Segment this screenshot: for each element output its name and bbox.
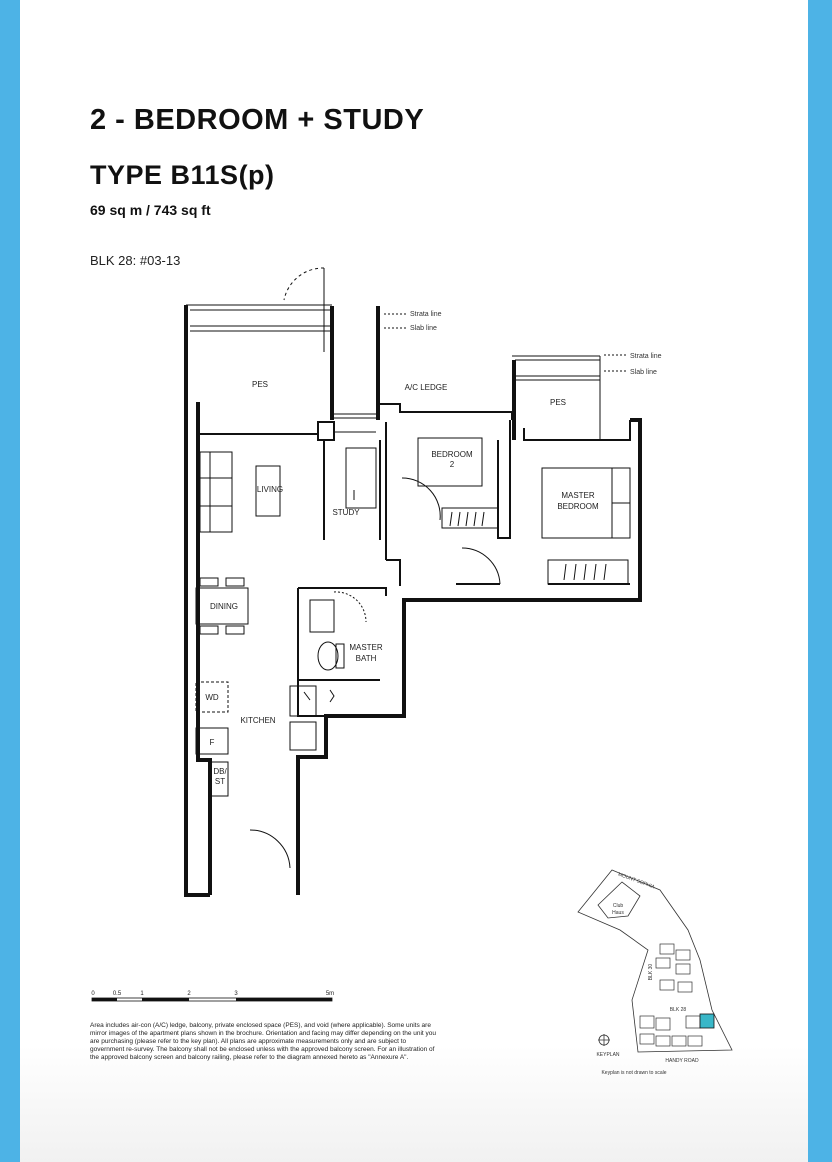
label-dining: DINING bbox=[210, 602, 238, 611]
label-master-bedroom-2: BEDROOM bbox=[557, 502, 599, 511]
study-desk bbox=[345, 447, 377, 509]
scale-bar: 0 0.5 1 2 3 5m bbox=[91, 991, 334, 1002]
sofa bbox=[199, 451, 233, 533]
label-bedroom2: BEDROOM bbox=[431, 450, 473, 459]
label-wd: WD bbox=[205, 693, 219, 702]
scale-tick-0: 0 bbox=[91, 991, 95, 997]
label-kitchen: KITCHEN bbox=[240, 716, 275, 725]
scale-tick-2: 2 bbox=[187, 991, 191, 997]
keyplan-label: KEYPLAN bbox=[596, 1052, 619, 1058]
keyplan-blk30: BLK 30 bbox=[648, 964, 654, 981]
label-pes-left: PES bbox=[252, 380, 268, 389]
unit-type: TYPE B11S(p) bbox=[90, 160, 275, 190]
label-bedroom2-num: 2 bbox=[450, 460, 455, 469]
block-unit: BLK 28: #03-13 bbox=[90, 253, 181, 268]
bath-fixtures bbox=[309, 599, 345, 671]
strata-line-label-1: Strata line bbox=[410, 311, 442, 318]
unit-area: 69 sq m / 743 sq ft bbox=[90, 202, 211, 218]
label-ac-ledge: A/C LEDGE bbox=[405, 383, 448, 392]
outer-walls bbox=[184, 305, 642, 897]
keyplan-highlighted-block bbox=[699, 1013, 715, 1029]
label-db: DB/ bbox=[213, 767, 227, 776]
label-master-bedroom-1: MASTER bbox=[561, 491, 595, 500]
slab-line-label-2: Slab line bbox=[630, 369, 657, 376]
label-study: STUDY bbox=[332, 508, 360, 517]
page-title: 2 - BEDROOM + STUDY bbox=[90, 104, 425, 136]
scale-tick-0-5: 0.5 bbox=[113, 991, 122, 997]
label-master-bath-2: BATH bbox=[356, 654, 377, 663]
scale-tick-3: 3 bbox=[234, 991, 238, 997]
master-bed bbox=[541, 467, 631, 585]
keyplan-clubhouse-1: Club bbox=[613, 903, 624, 909]
strata-line-label-2: Strata line bbox=[630, 353, 662, 360]
keyplan-note: Keyplan is not drawn to scale bbox=[601, 1070, 666, 1076]
keyplan-road-top: MOUNT SOPHIA bbox=[617, 872, 656, 891]
scale-tick-5m: 5m bbox=[326, 991, 334, 997]
keyplan-blk28: BLK 28 bbox=[670, 1007, 687, 1013]
keyplan-clubhouse-2: Haus bbox=[612, 910, 624, 916]
label-fridge: F bbox=[210, 738, 215, 747]
brochure-page: 2 - BEDROOM + STUDY TYPE B11S(p) 69 sq m… bbox=[20, 0, 808, 1162]
label-master-bath-1: MASTER bbox=[349, 643, 383, 652]
coffee-table bbox=[255, 465, 281, 517]
pes-left-railing bbox=[186, 304, 332, 332]
label-living: LIVING bbox=[257, 485, 283, 494]
label-st: ST bbox=[215, 777, 225, 786]
left-edge-bar bbox=[0, 0, 20, 1162]
door-swings bbox=[249, 267, 501, 869]
keyplan-road-bottom: HANDY ROAD bbox=[665, 1058, 699, 1064]
pes-right-railing bbox=[512, 355, 601, 440]
keyplan bbox=[577, 869, 733, 1053]
right-edge-bar bbox=[808, 0, 832, 1162]
label-pes-right: PES bbox=[550, 398, 566, 407]
window-frames bbox=[334, 413, 376, 433]
bedroom2-bed bbox=[417, 437, 499, 529]
scale-tick-1: 1 bbox=[140, 991, 144, 997]
dining-table bbox=[195, 577, 249, 635]
strata-slab-leaders bbox=[384, 313, 628, 372]
disclaimer-text: Area includes air-con (A/C) ledge, balco… bbox=[90, 1022, 437, 1061]
slab-line-label-1: Slab line bbox=[410, 325, 437, 332]
kitchen-fixtures bbox=[195, 681, 317, 797]
